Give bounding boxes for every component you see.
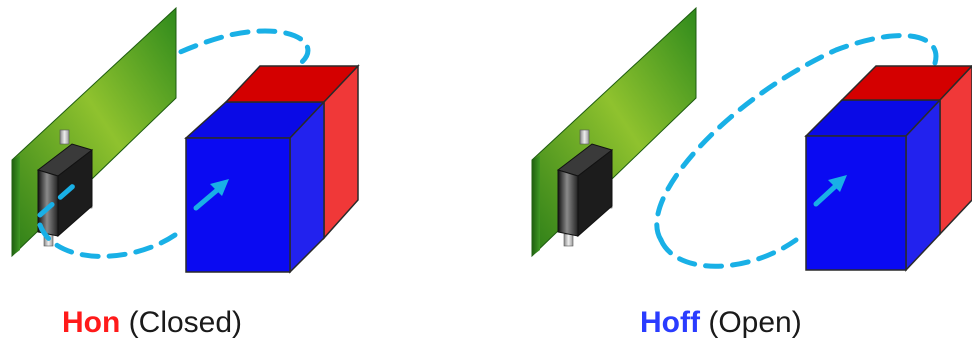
- magnetic-field-loop-front: [37, 177, 229, 259]
- pcb-board: [11, 6, 177, 258]
- hoff-state-note: (Open): [708, 306, 802, 339]
- magnetic-field-loop-front: [658, 175, 847, 269]
- hon-closed-diagram: [11, 6, 360, 274]
- hoff-open-panel: Hoff (Open): [486, 0, 972, 347]
- hon-closed-panel: Hon (Closed): [11, 6, 360, 340]
- hoff-caption: Hoff (Open): [640, 306, 802, 340]
- hon-caption: Hon (Closed): [62, 306, 242, 340]
- hon-state-label: Hon: [62, 306, 121, 339]
- bar-magnet-icon: [184, 64, 360, 274]
- hoff-state-label: Hoff: [640, 306, 700, 339]
- hoff-open-diagram: [531, 6, 972, 272]
- hall-sensor-icon: [556, 129, 614, 247]
- bar-magnet-icon: [804, 64, 972, 272]
- hon-state-note: (Closed): [128, 306, 243, 339]
- magnetic-field-loop: [654, 33, 939, 243]
- pcb-board: [531, 6, 697, 258]
